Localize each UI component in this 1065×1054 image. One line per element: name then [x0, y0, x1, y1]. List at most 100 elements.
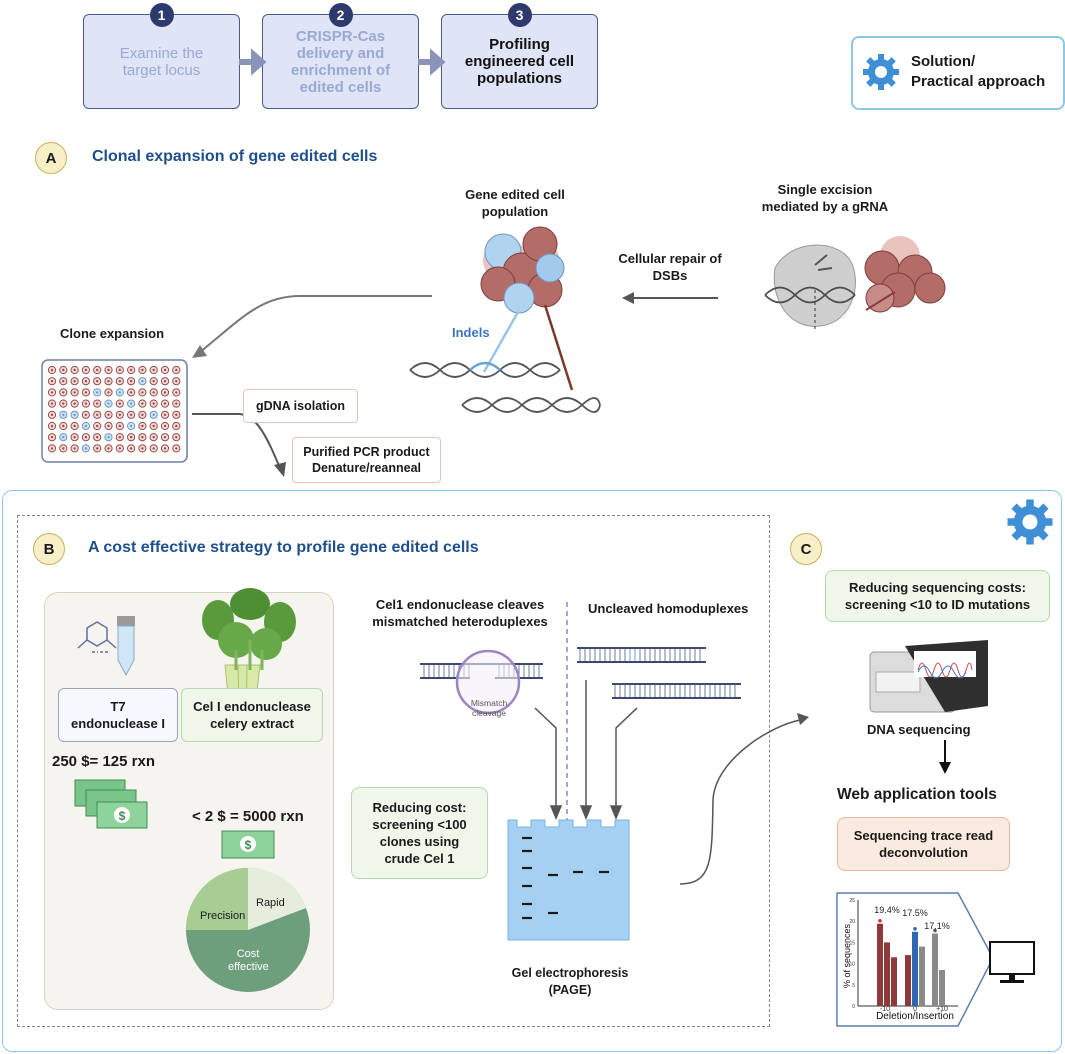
well-center: [73, 447, 76, 450]
chart-bar: [919, 946, 925, 1006]
gear-icon: [863, 54, 899, 90]
well-center: [107, 436, 110, 439]
well-center: [73, 368, 76, 372]
well-center: [107, 368, 110, 372]
well-center: [50, 391, 54, 394]
well-center: [129, 447, 133, 450]
well-center: [73, 424, 76, 428]
section-c-badge: C: [790, 533, 822, 565]
well-center: [50, 424, 54, 428]
well-center: [107, 447, 110, 450]
well-center: [73, 413, 76, 416]
well-center: [118, 380, 122, 383]
well-center: [107, 380, 110, 383]
well-center: [96, 380, 99, 383]
well-center: [107, 391, 110, 394]
well-center: [84, 391, 88, 394]
dna-sequencing-label: DNA sequencing: [867, 722, 971, 737]
dna-helix-wt-icon: [461, 397, 601, 413]
uncleaved-label: Uncleaved homoduplexes: [588, 601, 749, 616]
well-center: [118, 447, 122, 450]
well-center: [107, 402, 110, 405]
well-center: [62, 447, 65, 450]
chart-bar: [912, 931, 918, 1006]
well-center: [163, 413, 167, 416]
well-center: [118, 436, 122, 439]
x-tick-label: 0: [913, 1006, 917, 1013]
x-tick-label: +10: [936, 1006, 948, 1013]
well-center: [141, 436, 144, 439]
chart-bar: [884, 942, 890, 1006]
well-center: [50, 447, 54, 450]
y-tick-label: 20: [849, 919, 855, 925]
chart-bar: [877, 923, 883, 1006]
well-center: [50, 368, 54, 372]
well-center: [129, 380, 133, 383]
well-center: [163, 436, 167, 439]
well-center: [152, 424, 155, 428]
well-center: [62, 391, 65, 394]
solution-section-border: [2, 490, 1062, 1052]
step-crispr-delivery: 2 CRISPR-Cas delivery and enrichment of …: [262, 3, 419, 109]
chart-bar: [905, 955, 911, 1006]
well-center: [84, 413, 88, 416]
well-center: [141, 447, 144, 450]
well-center: [84, 402, 88, 405]
well-center: [50, 380, 54, 383]
well-center: [107, 424, 110, 428]
data-label: 17.5%: [902, 908, 928, 918]
mismatch-magnifier-icon: [455, 649, 521, 715]
well-center: [141, 424, 144, 428]
well-center: [175, 424, 178, 428]
dna-helix-indel-icon: [409, 361, 561, 378]
section-b-dashed-frame: [17, 515, 770, 1027]
well-center: [141, 402, 144, 405]
y-axis-label: % of sequences: [842, 923, 852, 988]
well-center: [96, 368, 99, 372]
well-center: [84, 436, 88, 439]
x-axis-label: Deletion/Insertion: [876, 1011, 954, 1022]
step-examine-locus: 1 Examine the target locus: [83, 3, 240, 109]
well-center: [62, 436, 65, 439]
peak-marker: [913, 927, 917, 931]
data-label: 19.4%: [874, 905, 900, 915]
chart-bar: [939, 969, 945, 1006]
well-center: [96, 402, 99, 405]
well-center: [50, 436, 54, 439]
data-label: 17.1%: [924, 921, 950, 931]
well-center: [84, 447, 88, 450]
gel-electrophoresis-label: Gel electrophoresis(PAGE): [511, 966, 629, 997]
svg-text:$: $: [245, 838, 252, 852]
excision-cells-icon: [864, 236, 946, 313]
well-center: [118, 391, 122, 394]
well-center: [50, 402, 54, 405]
well-center: [175, 391, 178, 394]
gear-icon: [1007, 499, 1053, 545]
well-center: [175, 380, 178, 383]
well-center: [107, 413, 110, 416]
y-tick-label: 15: [849, 940, 855, 946]
well-center: [96, 391, 99, 394]
money-stack-icon: $: [74, 779, 148, 829]
section-b-badge: B: [33, 533, 65, 565]
chart-bar: [891, 957, 897, 1006]
step-profiling: 3 Profiling engineered cell populations: [441, 3, 598, 109]
well-center: [163, 380, 167, 383]
y-tick-label: 25: [849, 898, 855, 904]
gdna-isolation-box: gDNA isolation: [243, 389, 358, 423]
well-center: [152, 368, 155, 372]
well-center: [62, 368, 65, 372]
money-bill-icon: $: [221, 830, 275, 859]
svg-text:$: $: [119, 809, 126, 823]
t7-cost-label: 250 $= 125 rxn: [52, 753, 156, 770]
well-center: [141, 380, 144, 383]
scissors-icon: [814, 254, 833, 271]
step-number-2: 2: [328, 3, 353, 27]
x-tick-label: -10: [880, 1006, 890, 1013]
